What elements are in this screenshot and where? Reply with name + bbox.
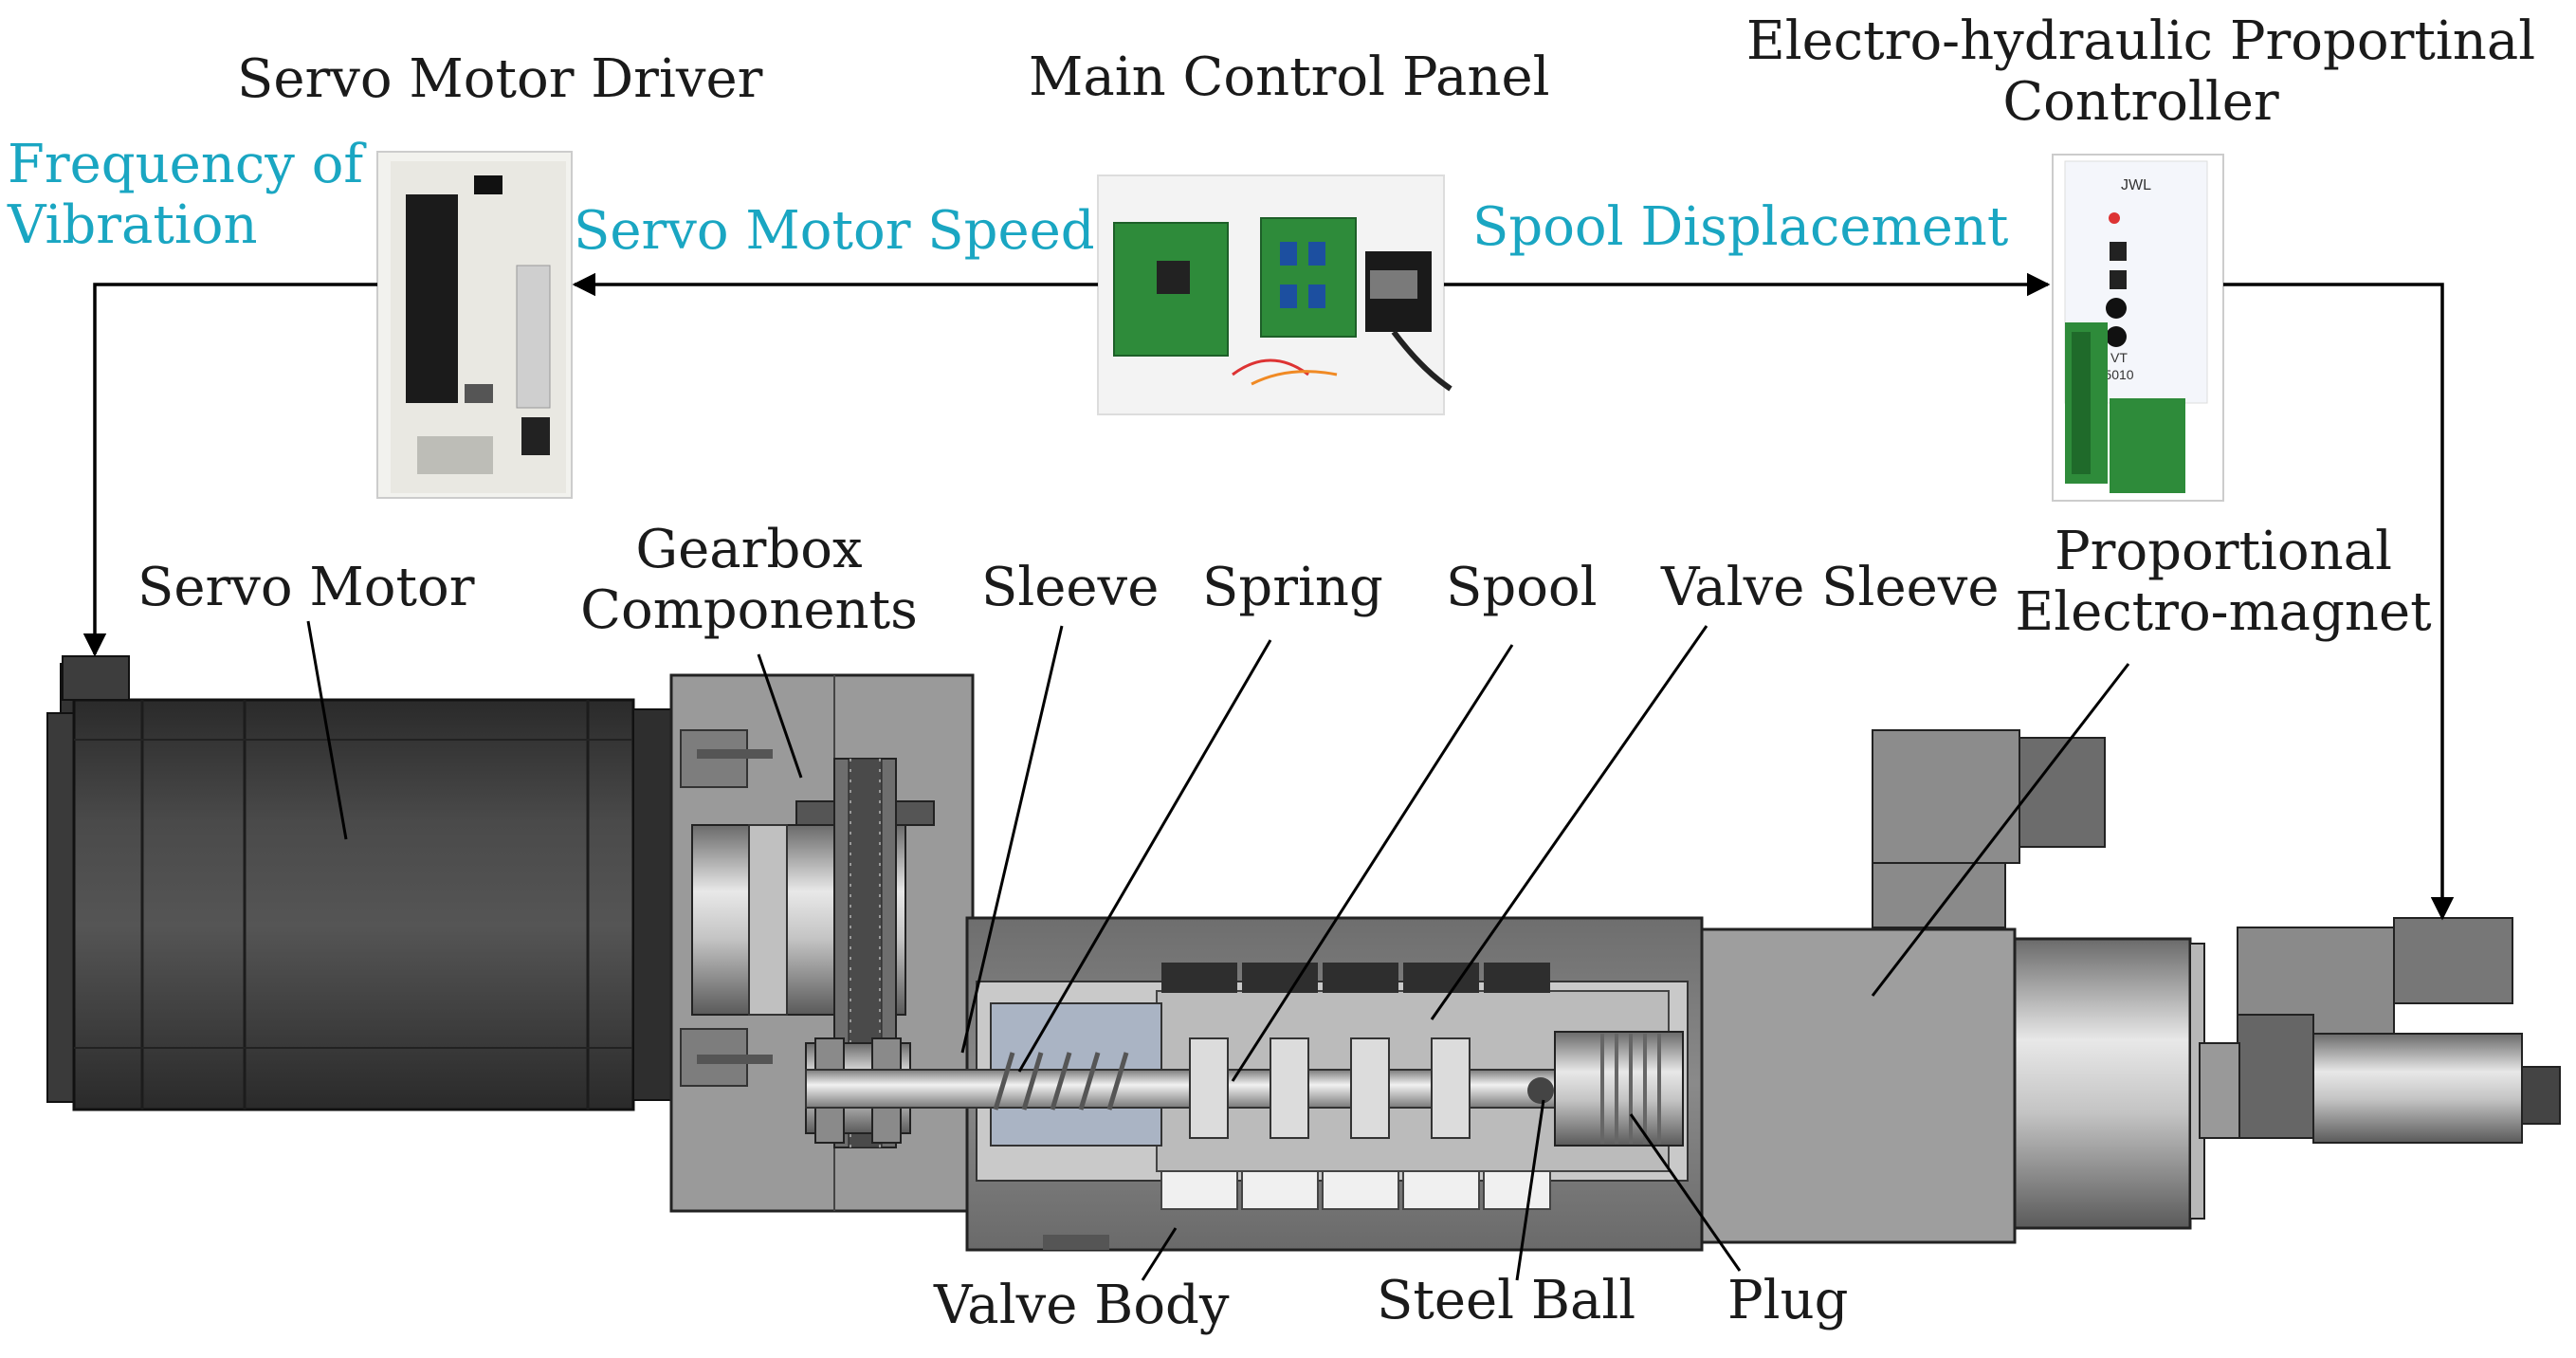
label-steel-ball: Steel Ball xyxy=(1377,1270,1636,1331)
label-proportional-electromagnet: Proportional Electro-magnet xyxy=(1986,521,2460,644)
controller-model-text: VT xyxy=(2110,350,2128,365)
label-ehp-controller-line1: Electro-hydraulic Proportinal xyxy=(1745,10,2536,72)
label-sleeve: Sleeve xyxy=(981,557,1160,618)
label-ehp-controller: Electro-hydraulic Proportinal Controller xyxy=(1743,10,2539,134)
leader-spool xyxy=(1231,644,1514,1082)
leader-steel-ball xyxy=(1515,1099,1545,1281)
signal-frequency-line1: Frequency of xyxy=(8,134,364,195)
gearbox-housing xyxy=(669,673,975,1213)
label-proportional-line1: Proportional xyxy=(2055,521,2392,582)
leader-valve-body xyxy=(1141,1227,1178,1281)
label-gearbox-line1: Gearbox xyxy=(635,519,863,580)
label-main-control-panel: Main Control Panel xyxy=(1029,46,1550,108)
controller-model-number-text: 5010 xyxy=(2104,367,2133,382)
valve-body-drawing xyxy=(805,916,1704,1252)
signal-arrows xyxy=(82,272,2455,921)
label-gearbox-line2: Components xyxy=(580,579,918,642)
label-spool: Spool xyxy=(1446,557,1598,618)
servo-driver-photo xyxy=(376,151,573,499)
label-ehp-controller-line2: Controller xyxy=(2002,71,2279,134)
label-plug: Plug xyxy=(1727,1270,1849,1331)
right-actuator xyxy=(2199,917,2561,1144)
controller-brand-text: JWL xyxy=(2121,177,2151,193)
signal-frequency-of-vibration: Frequency of Vibration xyxy=(8,134,364,257)
label-spring: Spring xyxy=(1202,557,1383,618)
signal-servo-motor-speed: Servo Motor Speed xyxy=(574,200,1095,262)
arrow-to-servo-motor xyxy=(82,283,377,657)
leader-sleeve xyxy=(960,625,1064,1054)
leader-proportional xyxy=(1871,663,2130,997)
leader-gearbox xyxy=(757,653,803,779)
label-valve-body: Valve Body xyxy=(934,1275,1230,1336)
signal-frequency-line2: Vibration xyxy=(8,194,258,257)
leader-valve-sleeve xyxy=(1430,625,1708,1020)
servo-motor xyxy=(46,655,672,1111)
arrow-to-actuator xyxy=(2223,283,2455,921)
label-gearbox-components: Gearbox Components xyxy=(569,519,929,642)
signal-spool-displacement: Spool Displacement xyxy=(1472,196,2009,258)
label-proportional-line2: Electro-magnet xyxy=(2015,581,2432,644)
label-valve-sleeve: Valve Sleeve xyxy=(1661,557,2000,618)
leader-plug xyxy=(1629,1113,1742,1272)
leader-spring xyxy=(1017,639,1272,1073)
main-control-panel-photo xyxy=(1097,174,1452,415)
leader-lines xyxy=(306,620,2130,1281)
electromagnet-drawing xyxy=(1700,729,2205,1244)
label-servo-motor: Servo Motor xyxy=(137,557,475,618)
leader-servo-motor xyxy=(306,620,348,840)
label-servo-motor-driver: Servo Motor Driver xyxy=(237,48,763,110)
ehp-controller-photo: JWL VT 5010 xyxy=(2052,154,2224,502)
